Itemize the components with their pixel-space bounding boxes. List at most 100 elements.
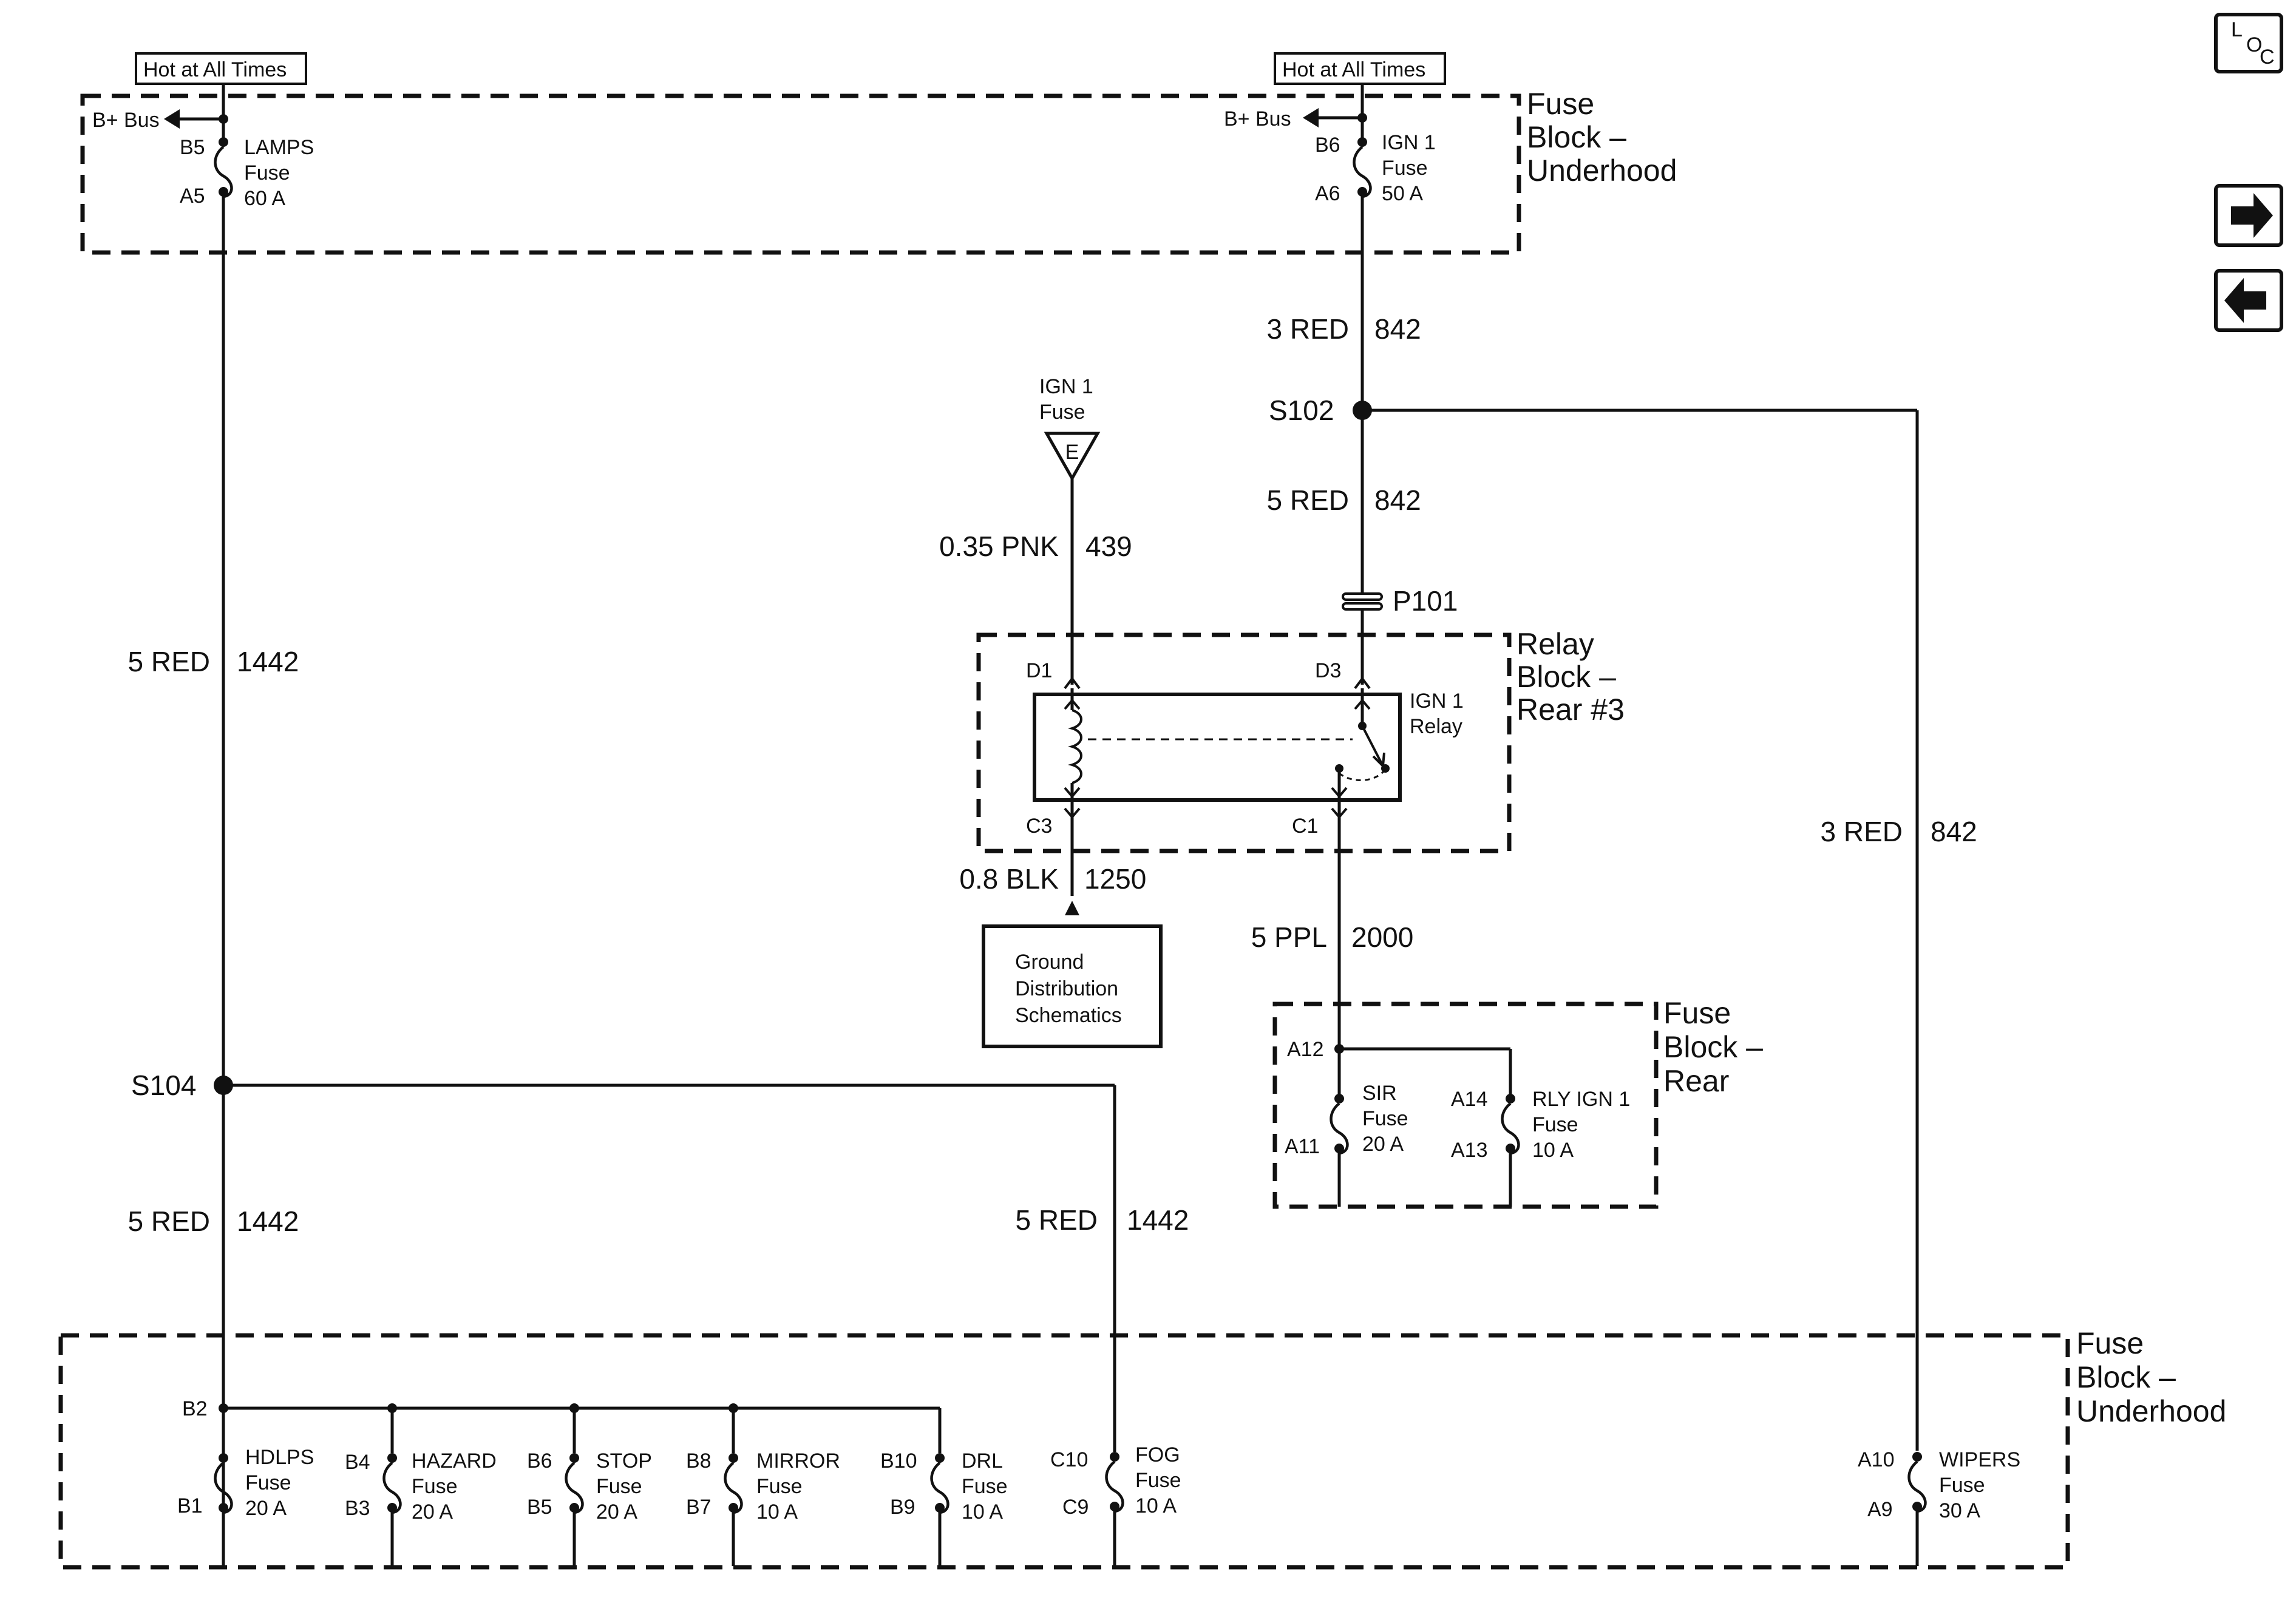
relay-block-label: Relay (1517, 627, 1594, 661)
fuse-block-bottom-label: Fuse (2076, 1326, 2144, 1360)
svg-text:3 RED: 3 RED (1267, 313, 1349, 345)
svg-text:30 A: 30 A (1939, 1499, 1980, 1522)
fuse-block-top-label: Fuse (1527, 87, 1594, 121)
ground-distribution-schematics-link[interactable]: Ground Distribution Schematics (982, 924, 1163, 1048)
svg-text:1442: 1442 (237, 646, 299, 677)
svg-text:Underhood: Underhood (1527, 154, 1677, 188)
fuse-block-rear (1272, 1002, 1659, 1209)
hot-at-all-times-right: Hot at All Times (1274, 52, 1446, 85)
hazard-fuse-label: HAZARD (412, 1449, 497, 1473)
svg-text:Fuse: Fuse (1939, 1474, 1985, 1497)
svg-text:842: 842 (1374, 313, 1421, 345)
arrow-left-icon (2224, 278, 2266, 323)
svg-text:B8: B8 (686, 1449, 712, 1473)
svg-text:5 PPL: 5 PPL (1251, 921, 1327, 953)
svg-text:5 RED: 5 RED (1016, 1204, 1098, 1236)
svg-text:Fuse: Fuse (244, 161, 290, 185)
svg-text:Block –: Block – (1517, 660, 1616, 694)
svg-text:0.35 PNK: 0.35 PNK (939, 531, 1059, 562)
hot-at-all-times-left: Hot at All Times (135, 52, 307, 85)
svg-text:Fuse: Fuse (412, 1475, 458, 1498)
ign1-relay (1033, 693, 1402, 802)
svg-text:842: 842 (1374, 484, 1421, 516)
svg-text:S102: S102 (1269, 395, 1334, 426)
svg-text:Schematics: Schematics (1015, 1004, 1122, 1027)
relay-coil-icon (1068, 709, 1082, 784)
svg-text:A14: A14 (1451, 1088, 1488, 1111)
svg-text:5 RED: 5 RED (128, 646, 210, 677)
fuse-block-underhood-bottom (58, 1333, 2070, 1570)
svg-text:B10: B10 (880, 1449, 917, 1473)
fuse-block-underhood-top (80, 93, 1521, 255)
previous-page-button[interactable] (2214, 269, 2283, 332)
svg-text:Hot at All Times: Hot at All Times (143, 58, 287, 81)
svg-text:Fuse: Fuse (596, 1475, 642, 1498)
hdlps-fuse-symbol (214, 1462, 233, 1514)
wipers-fuse-symbol (1907, 1460, 1927, 1513)
svg-text:D1: D1 (1026, 659, 1052, 682)
svg-text:10 A: 10 A (756, 1500, 798, 1524)
drl-fuse-label: DRL (962, 1449, 1003, 1473)
sir-fuse-label: SIR (1362, 1082, 1397, 1105)
bbus-label-left: B+ Bus (92, 109, 160, 132)
svg-text:Fuse: Fuse (1135, 1469, 1181, 1492)
svg-text:B4: B4 (345, 1451, 370, 1474)
ground-arrow-icon (1065, 901, 1079, 915)
loc-button[interactable]: L O C (2214, 13, 2283, 73)
wipers-fuse-label: WIPERS (1939, 1448, 2020, 1471)
svg-text:A6: A6 (1315, 182, 1340, 205)
ign1-fuse-label: IGN 1 (1382, 131, 1436, 154)
svg-text:E: E (1065, 441, 1079, 464)
svg-text:3 RED: 3 RED (1821, 816, 1903, 847)
ign1-fuse-ref-triangle-icon (1044, 432, 1101, 482)
svg-text:Fuse: Fuse (245, 1471, 291, 1494)
bbus-arrow-left-icon (164, 109, 180, 129)
svg-text:P101: P101 (1393, 585, 1458, 617)
svg-text:60 A: 60 A (244, 187, 285, 210)
fuse-block-rear-label: Fuse (1663, 996, 1731, 1030)
arrow-right-icon (2231, 193, 2273, 238)
hazard-fuse-symbol (382, 1462, 402, 1514)
loc-letter-l: L (2231, 18, 2243, 41)
svg-text:20 A: 20 A (1362, 1133, 1404, 1156)
svg-text:Hot at All Times: Hot at All Times (1282, 58, 1425, 81)
fog-fuse-label: FOG (1135, 1443, 1180, 1466)
svg-text:10 A: 10 A (1135, 1494, 1177, 1517)
svg-text:Rear: Rear (1663, 1064, 1729, 1098)
svg-text:C1: C1 (1292, 815, 1318, 838)
svg-text:Relay: Relay (1410, 715, 1462, 738)
fog-fuse-symbol (1105, 1460, 1124, 1513)
svg-text:Fuse: Fuse (1039, 401, 1085, 424)
svg-text:10 A: 10 A (962, 1500, 1003, 1524)
svg-text:Block –: Block – (1663, 1030, 1763, 1064)
svg-text:B7: B7 (686, 1496, 712, 1519)
svg-text:Ground: Ground (1015, 951, 1084, 974)
svg-text:842: 842 (1931, 816, 1977, 847)
relay-switch-icon (1361, 725, 1384, 767)
mirror-fuse-label: MIRROR (756, 1449, 840, 1473)
svg-text:1250: 1250 (1084, 863, 1146, 895)
sir-fuse-symbol (1330, 1102, 1349, 1155)
svg-text:20 A: 20 A (412, 1500, 453, 1524)
drl-fuse-symbol (930, 1462, 949, 1514)
ign1-relay-label: IGN 1 (1410, 690, 1464, 713)
svg-text:1442: 1442 (237, 1205, 299, 1237)
loc-letter-o: O (2246, 33, 2262, 56)
next-page-button[interactable] (2214, 184, 2283, 247)
connector-p101 (1342, 592, 1383, 611)
svg-text:B2: B2 (182, 1397, 208, 1420)
svg-text:B6: B6 (1315, 134, 1340, 157)
stop-fuse-label: STOP (596, 1449, 652, 1473)
svg-text:D3: D3 (1315, 659, 1341, 682)
svg-text:10 A: 10 A (1532, 1139, 1574, 1162)
svg-text:A11: A11 (1285, 1135, 1320, 1158)
svg-text:S104: S104 (131, 1070, 196, 1101)
svg-text:A5: A5 (180, 185, 205, 208)
svg-text:B3: B3 (345, 1497, 370, 1520)
rly-ign1-fuse-symbol (1501, 1102, 1520, 1155)
svg-text:50 A: 50 A (1382, 182, 1423, 205)
svg-text:A12: A12 (1287, 1038, 1324, 1061)
svg-text:5 RED: 5 RED (1267, 484, 1349, 516)
ign1-fuse-ref-label: IGN 1 (1039, 375, 1093, 398)
stop-fuse-symbol (565, 1462, 584, 1514)
